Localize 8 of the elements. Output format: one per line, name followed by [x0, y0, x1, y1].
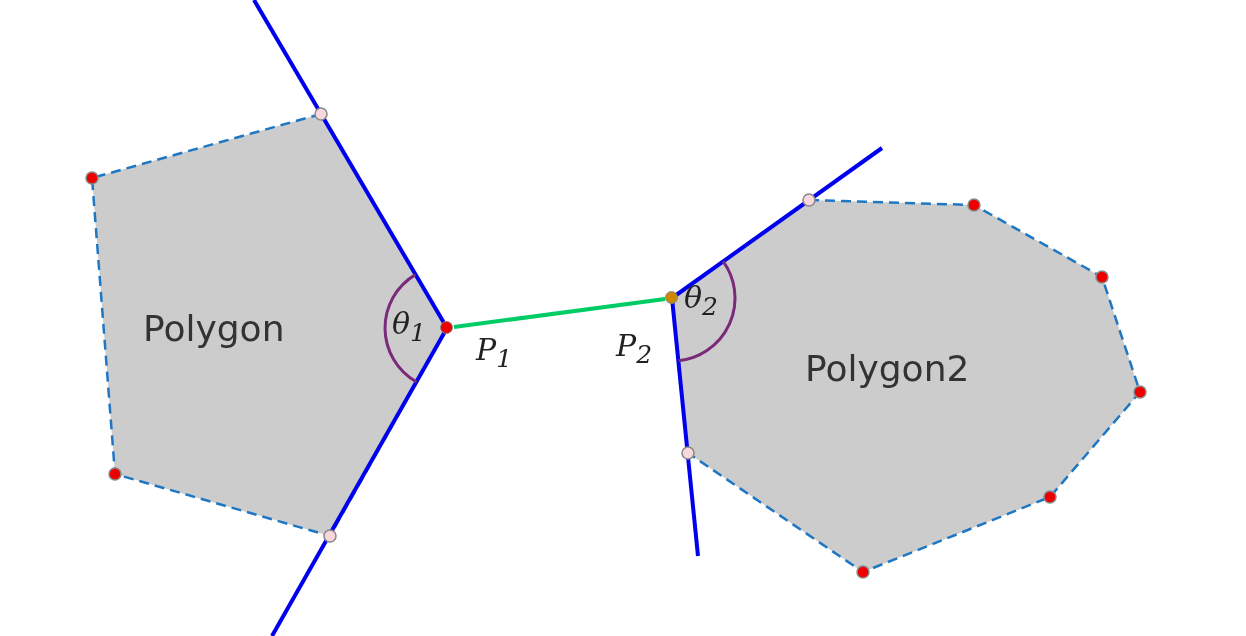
connecting-segment — [453, 296, 666, 330]
polygon-name: Polygon — [143, 308, 285, 349]
point-dot — [665, 291, 678, 304]
point-label: P$_{2}$ — [616, 328, 653, 369]
point-label: P$_{1}$ — [476, 332, 513, 373]
polygon-name: Polygon2 — [805, 348, 970, 389]
angle-label: θ$_{1}$ — [392, 306, 426, 347]
angle-label: θ$_{2}$ — [684, 280, 718, 321]
